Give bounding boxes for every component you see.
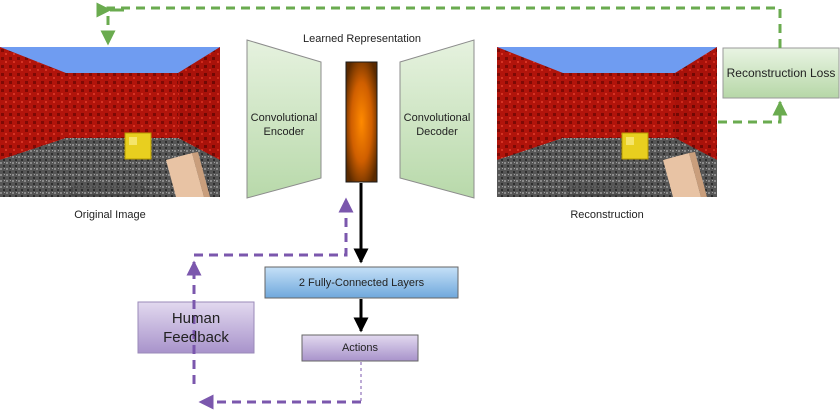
encoder-label: Convolutional Encoder (250, 112, 318, 138)
purple-feedback-to-latent-arrow (194, 197, 354, 257)
reconstruction-loss-box (722, 47, 840, 99)
green-reconstruction-to-loss-arrow (718, 100, 788, 124)
reconstruction-loss-label: Reconstruction Loss (726, 65, 836, 80)
actions-box (301, 334, 419, 362)
reconstruction-image (497, 47, 717, 197)
human-feedback-label: Human Feedback (163, 309, 229, 346)
reconstruction-caption: Reconstruction (570, 209, 644, 221)
latent-representation-bar (345, 61, 378, 183)
fc-layers-label: 2 Fully-Connected Layers (298, 276, 425, 289)
fc-layers-box (264, 266, 459, 299)
original-image (0, 47, 220, 197)
human-feedback-box (137, 301, 255, 354)
decoder-label: Convolutional Decoder (403, 112, 471, 138)
actions-label: Actions (341, 342, 379, 354)
green-loss-arrow-top (100, 6, 782, 48)
original-image-caption: Original Image (74, 209, 146, 221)
encoder-block (246, 39, 322, 199)
decoder-block (399, 39, 475, 199)
learned-representation-label: Learned Representation (302, 33, 422, 45)
